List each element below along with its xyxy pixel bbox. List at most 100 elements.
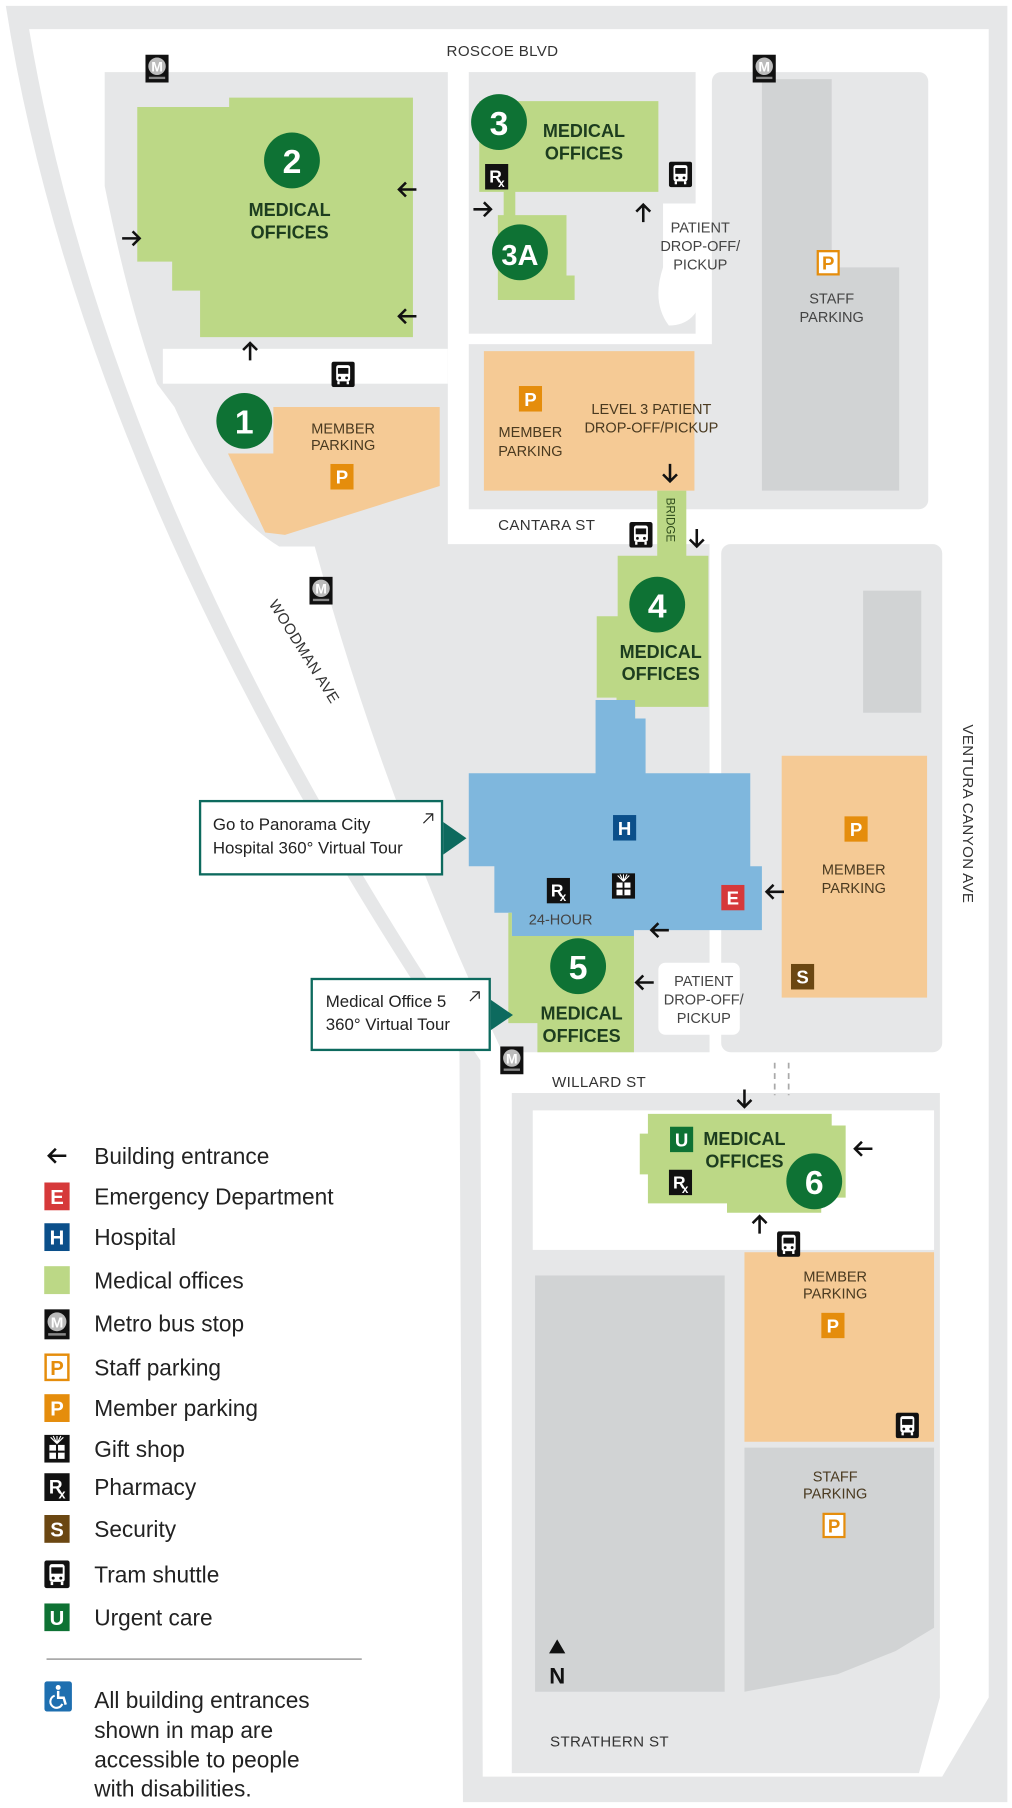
pharmacy-icon[interactable] (485, 163, 509, 190)
legend-label: Hospital (94, 1224, 176, 1250)
label-dropoff: DROP-OFF/ (660, 239, 741, 255)
external-link-icon (469, 991, 480, 1002)
medical-office-5-virtual-tour-link[interactable]: Medical Office 5 360° Virtual Tour (310, 977, 513, 1052)
accessibility-note: accessible to people (94, 1746, 299, 1772)
hospital-icon[interactable] (613, 815, 637, 841)
accessibility-note: shown in map are (94, 1717, 273, 1743)
label-member: MEMBER (822, 862, 886, 878)
label-parking: PARKING (822, 881, 886, 897)
member-parking-icon[interactable] (844, 816, 868, 842)
label-medical: MEDICAL (543, 121, 625, 141)
member-parking-icon[interactable] (330, 463, 354, 490)
tram-icon[interactable] (668, 161, 693, 188)
emergency-icon[interactable] (721, 884, 745, 911)
road-internal (162, 348, 448, 384)
security-icon[interactable] (790, 963, 815, 990)
member-parking-icon[interactable] (821, 1312, 845, 1339)
staff-parking-north (761, 79, 900, 491)
staff-parking-icon[interactable] (822, 1512, 846, 1539)
label-dropoff: DROP-OFF/ (664, 993, 745, 1009)
security-icon (44, 1514, 70, 1543)
north-compass: N (549, 1639, 566, 1689)
member-parking-icon (44, 1394, 70, 1422)
label-dropoff: PATIENT (674, 974, 733, 990)
building-badge-2[interactable]: 2 (264, 132, 320, 189)
legend-label: Staff parking (94, 1354, 221, 1380)
legend-label: Emergency Department (94, 1184, 334, 1210)
building-badge-3a[interactable]: 3A (492, 224, 548, 281)
label-parking: PARKING (311, 438, 375, 454)
metro-icon[interactable] (309, 576, 333, 605)
label-medical: MEDICAL (620, 642, 702, 662)
legend-label: Tram shuttle (94, 1561, 219, 1587)
legend-label: Pharmacy (94, 1474, 197, 1500)
label-dropoff: PICKUP (677, 1011, 731, 1027)
label-offices: OFFICES (705, 1151, 783, 1171)
building-badge-1[interactable]: 1 (216, 392, 273, 449)
label-member: MEMBER (311, 422, 375, 438)
svg-text:6: 6 (805, 1164, 824, 1202)
legend-label: Metro bus stop (94, 1310, 244, 1336)
label-parking: PARKING (803, 1287, 867, 1303)
medical-office-swatch (44, 1266, 70, 1295)
building-badge-3[interactable]: 3 (471, 94, 527, 150)
gift-shop-icon[interactable] (611, 873, 636, 899)
pharmacy-icon (44, 1473, 70, 1502)
staff-parking-south (744, 1447, 935, 1692)
hospital-virtual-tour-link[interactable]: Go to Panorama City Hospital 360° Virtua… (198, 799, 467, 876)
building-badge-5[interactable]: 5 (550, 938, 607, 995)
label-level3: DROP-OFF/PICKUP (584, 421, 718, 437)
label-member: MEMBER (499, 425, 563, 441)
label-offices: OFFICES (545, 143, 623, 163)
legend-label: Urgent care (94, 1604, 212, 1630)
street-cantara: CANTARA ST (498, 517, 595, 534)
label-bridge: BRIDGE (664, 498, 677, 543)
tram-icon[interactable] (895, 1412, 919, 1439)
tram-icon[interactable] (331, 361, 355, 388)
building-badge-4[interactable]: 4 (629, 576, 686, 633)
label-offices: OFFICES (251, 222, 329, 242)
legend-label: Building entrance (94, 1143, 269, 1169)
label-medical: MEDICAL (249, 200, 331, 220)
svg-text:3A: 3A (501, 240, 538, 272)
tram-icon[interactable] (777, 1231, 801, 1257)
member-parking-east (781, 755, 928, 998)
label-medical: MEDICAL (703, 1129, 785, 1149)
label-medical: MEDICAL (541, 1004, 623, 1024)
emergency-icon (44, 1182, 70, 1211)
label-parking: PARKING (498, 444, 562, 460)
legend-label: Medical offices (94, 1267, 243, 1293)
label-dropoff: PATIENT (671, 221, 730, 237)
metro-icon[interactable] (752, 54, 776, 83)
svg-text:N: N (549, 1664, 565, 1689)
pharmacy-icon[interactable] (546, 877, 570, 904)
staff-parking-icon (44, 1353, 70, 1382)
building-badge-6[interactable]: 6 (786, 1153, 843, 1210)
label-offices: OFFICES (622, 664, 700, 684)
metro-icon[interactable] (145, 54, 169, 83)
gift-shop-icon (44, 1434, 70, 1463)
member-parking-south (744, 1252, 935, 1442)
accessibility-icon (44, 1681, 73, 1712)
tram-icon (44, 1560, 70, 1589)
svg-text:2: 2 (283, 143, 302, 181)
medical-office-2 (137, 97, 413, 338)
legend: Building entrance Emergency Department H… (44, 1143, 362, 1801)
street-willard: WILLARD ST (552, 1074, 646, 1091)
urgent-care-icon[interactable] (670, 1126, 694, 1153)
pharmacy-icon[interactable] (668, 1169, 693, 1196)
metro-icon[interactable] (500, 1046, 524, 1075)
label-member: MEMBER (803, 1269, 867, 1285)
hospital-icon (44, 1223, 70, 1252)
label-parking: PARKING (803, 1487, 867, 1503)
label-staff: STAFF (809, 291, 854, 307)
staff-parking-icon[interactable] (816, 249, 840, 276)
svg-text:1: 1 (235, 404, 254, 442)
metro-icon (44, 1309, 70, 1340)
member-parking-icon[interactable] (518, 386, 543, 412)
lot-east (863, 590, 922, 713)
street-ventura: VENTURA CANYON AVE (959, 724, 976, 903)
label-dropoff: PICKUP (673, 258, 727, 274)
tram-icon[interactable] (629, 522, 653, 548)
accessibility-note: All building entrances (94, 1687, 309, 1713)
